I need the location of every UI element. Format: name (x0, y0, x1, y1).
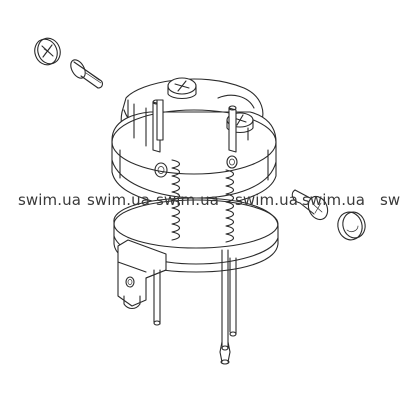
long-rods (153, 249, 237, 365)
cover-screw-left (167, 77, 197, 100)
watermark-2: swim.ua (87, 191, 151, 209)
watermark-6: swi (380, 191, 400, 209)
screw-cap-top-left (34, 37, 61, 66)
side-bracket (117, 239, 167, 310)
watermark-1: swim.ua (18, 191, 82, 209)
countersunk-screw (70, 59, 103, 89)
pin-left (152, 99, 164, 153)
side-screw-right (291, 189, 329, 221)
watermark-5: swim.ua (302, 191, 366, 209)
watermark-3: swim.ua (156, 191, 220, 209)
round-cap-right (337, 211, 366, 241)
pin-right (228, 105, 237, 153)
watermark-4: swim.ua (235, 191, 299, 209)
